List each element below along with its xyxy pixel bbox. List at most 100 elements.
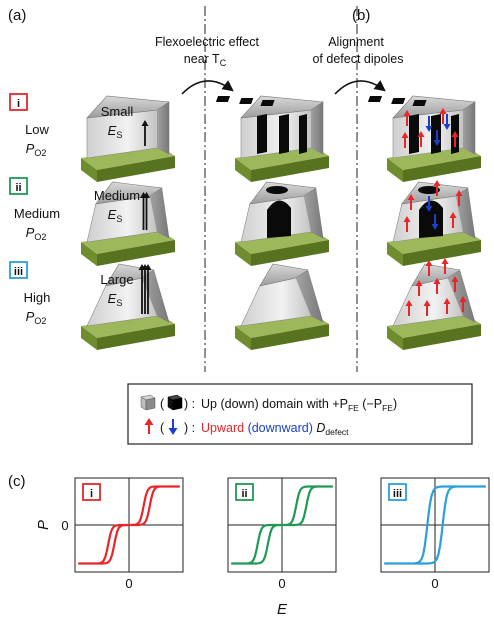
legend-upward-text: Upward — [201, 421, 244, 435]
es-main-iii: E — [108, 291, 117, 306]
substrate-left — [81, 242, 97, 266]
crystal-i-col2 — [215, 95, 329, 182]
substrate-left — [387, 242, 403, 266]
legend-line2-paren-open: ( — [160, 421, 165, 435]
down-domain-top-1 — [239, 98, 254, 104]
legend-up-arrow-icon — [144, 418, 154, 434]
legend-line1-sub2: FE — [382, 403, 393, 413]
defect-up-arrow-iii-1-head — [423, 300, 431, 306]
substrate-front — [403, 156, 481, 182]
defect-up-arrow-i-0-head — [401, 132, 409, 138]
row-badge-i — [9, 93, 28, 111]
crystal-side — [303, 188, 323, 238]
substrate-left — [81, 326, 97, 350]
legend-line1-end: ) — [393, 397, 397, 411]
substrate-top — [235, 230, 329, 254]
flexo-caption-line1: Flexoelectric effect — [155, 35, 260, 49]
substrate-front — [97, 324, 175, 350]
defect-up-arrow-i-1-head — [417, 131, 425, 137]
es-arrow-i-0-head — [141, 120, 149, 126]
flexo-caption-line2: near TC — [184, 52, 227, 68]
substrate-front — [251, 324, 329, 350]
legend-line1-sub1: FE — [348, 403, 359, 413]
crystal-ii-col3 — [387, 180, 481, 266]
legend-down-domain-icon — [167, 394, 183, 411]
row-p-main-iii: P — [26, 309, 35, 324]
crystal-side — [463, 102, 475, 154]
substrate-front — [97, 240, 175, 266]
row-level-iii: High — [24, 290, 51, 305]
defect-up-arrow-i-4-head — [439, 108, 447, 114]
es-arrow-iii-2-head — [144, 264, 152, 270]
down-domain-stripe-2 — [299, 114, 307, 154]
row-badge-text-iii: iii — [14, 266, 23, 278]
defect-up-arrow-iii-3-head — [459, 296, 467, 302]
crystal-side — [149, 188, 169, 238]
legend-line2-text: Upward (downward) Ddefect — [201, 421, 349, 437]
defect-up-arrow-ii-1-head — [407, 194, 415, 200]
substrate-top — [81, 146, 175, 170]
crystal-side — [157, 102, 169, 154]
chart-badge-text-ii: ii — [241, 488, 247, 500]
defect-up-arrow-iii-4-head — [415, 280, 423, 286]
row-p-sub-ii: O2 — [34, 232, 46, 242]
defect-up-arrow-iii-6-head — [451, 276, 459, 282]
row-p-main-i: P — [26, 141, 35, 156]
panel-label-c: (c) — [8, 473, 26, 490]
substrate-top — [387, 314, 481, 338]
row-polarization-iii: PO2 — [26, 309, 47, 326]
down-domain-top-0 — [215, 96, 231, 102]
legend-line1-paren-open: ( — [160, 397, 165, 411]
legend-line2-paren-close: ) : — [184, 421, 195, 435]
down-domain-stripe-0 — [257, 114, 267, 154]
defect-up-arrow-ii-3-head — [455, 190, 463, 196]
substrate-top — [387, 230, 481, 254]
down-domain-top-2 — [260, 100, 275, 106]
es-sub-iii: S — [116, 298, 122, 308]
row-p-main-ii: P — [26, 225, 35, 240]
crystal-es-label-ii: ES — [108, 207, 123, 224]
substrate-left — [235, 242, 251, 266]
crystal-size-label-iii: Large — [100, 272, 133, 287]
legend-line1-text: Up (down) domain with +PFE (−PFE) — [201, 397, 397, 413]
defect-up-arrow-ii-4-head — [433, 180, 441, 186]
defect-up-arrow-iii-2-head — [443, 298, 451, 304]
crystal-iii-col2 — [235, 263, 329, 350]
substrate-top — [81, 314, 175, 338]
chart-badge-iii — [388, 483, 407, 501]
hysteresis-loop-ii — [231, 485, 333, 565]
legend-up-domain-icon — [140, 394, 156, 411]
es-main-ii: E — [108, 207, 117, 222]
chart-y-tick-i: 0 — [61, 518, 68, 533]
row-level-i: Low — [25, 122, 49, 137]
chart-badge-ii — [235, 483, 254, 501]
substrate-left — [81, 158, 97, 182]
es-sub-ii: S — [116, 214, 122, 224]
row-polarization-i: PO2 — [26, 141, 47, 158]
crystal-es-label-i: ES — [108, 123, 123, 140]
substrate-front — [251, 156, 329, 182]
down-domain-top-2 — [412, 100, 427, 106]
defect-up-arrow-i-3-head — [403, 110, 411, 116]
es-main-i: E — [108, 123, 117, 138]
chart-badge-i — [82, 483, 101, 501]
defect-up-arrow-iii-7-head — [425, 260, 433, 266]
substrate-front — [251, 240, 329, 266]
down-domain-top-1 — [391, 98, 406, 104]
row-badge-ii — [9, 177, 28, 195]
crystal-side — [295, 270, 323, 322]
hysteresis-loop-i — [78, 485, 180, 565]
crystal-size-label-ii: Medium — [94, 188, 140, 203]
flexo-tc-sub: C — [220, 58, 227, 68]
defect-up-arrow-iii-0-head — [405, 300, 413, 306]
legend-down-arrow-icon — [168, 419, 178, 435]
